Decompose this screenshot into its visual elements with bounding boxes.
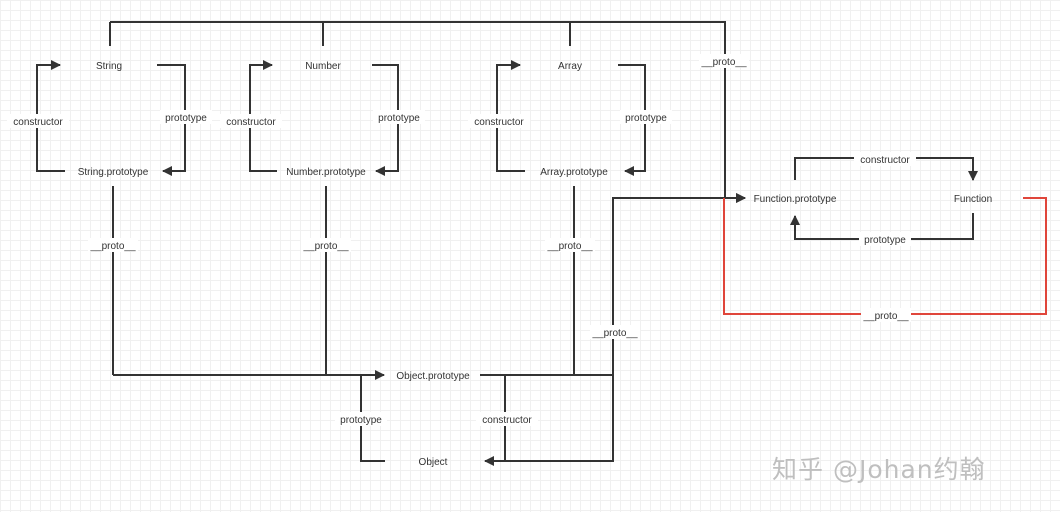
svg-text:__proto__: __proto__ [700, 57, 746, 68]
svg-text:__proto__: __proto__ [591, 328, 637, 339]
array-proto-line [480, 186, 575, 376]
svg-text:constructor: constructor [860, 155, 910, 166]
svg-text:prototype: prototype [864, 235, 906, 246]
object-prototype-link [360, 375, 385, 462]
node-array: Array [558, 61, 582, 72]
svg-text:constructor: constructor [226, 117, 276, 128]
node-array-prototype: Array.prototype [540, 167, 608, 178]
edge-label-array-proto: __proto__ [545, 238, 595, 252]
svg-text:constructor: constructor [13, 117, 63, 128]
node-function-prototype: Function.prototype [754, 194, 837, 205]
edge-label-function-prototype: prototype [859, 232, 911, 246]
svg-text:prototype: prototype [165, 113, 207, 124]
edge-label-string-proto: __proto__ [88, 238, 138, 252]
edge-label-number-prototype: prototype [373, 110, 425, 124]
edge-label-function-constructor: constructor [854, 152, 916, 166]
edge-label-array-constructor: constructor [468, 114, 530, 128]
edge-label-array-prototype: prototype [620, 110, 672, 124]
node-number: Number [305, 61, 341, 72]
svg-text:prototype: prototype [378, 113, 420, 124]
edge-label-top-proto: __proto__ [699, 54, 749, 68]
edge-label-function-proto: __proto__ [861, 308, 911, 322]
svg-text:__proto__: __proto__ [862, 311, 908, 322]
svg-text:prototype: prototype [340, 415, 382, 426]
node-object-prototype: Object.prototype [396, 371, 470, 382]
node-function: Function [954, 194, 992, 205]
watermark: 知乎 @Johan约翰 [772, 455, 986, 484]
node-string: String [96, 61, 122, 72]
edge-label-object-prototype: prototype [335, 412, 387, 426]
edge-label-object-proto: __proto__ [590, 325, 640, 339]
svg-text:__proto__: __proto__ [89, 241, 135, 252]
top-bus-line [110, 21, 726, 198]
edge-label-object-constructor: constructor [476, 412, 538, 426]
svg-text:constructor: constructor [474, 117, 524, 128]
svg-text:__proto__: __proto__ [302, 241, 348, 252]
edge-label-number-constructor: constructor [220, 114, 282, 128]
svg-text:constructor: constructor [482, 415, 532, 426]
edge-label-string-constructor: constructor [7, 114, 69, 128]
node-string-prototype: String.prototype [78, 167, 149, 178]
edge-label-string-prototype: prototype [160, 110, 212, 124]
svg-text:prototype: prototype [625, 113, 667, 124]
edge-label-number-proto: __proto__ [301, 238, 351, 252]
node-object: Object [419, 457, 448, 468]
svg-text:__proto__: __proto__ [546, 241, 592, 252]
node-number-prototype: Number.prototype [286, 167, 366, 178]
function-proto-loop [723, 197, 1047, 315]
